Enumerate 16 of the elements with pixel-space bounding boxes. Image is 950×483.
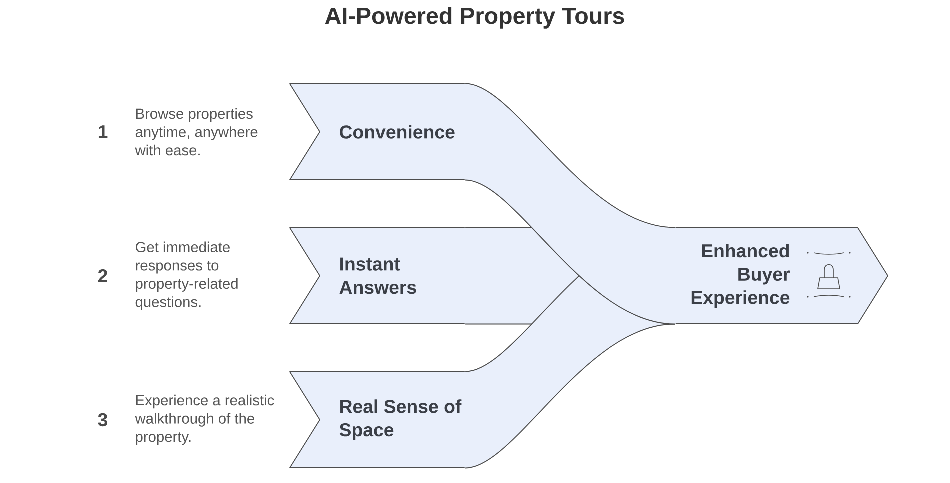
chevron-band: Instant Answers [290, 228, 466, 324]
description-text: Experience a realistic walkthrough of the property. [135, 394, 274, 446]
chevron-band: Real Sense of Space [290, 372, 466, 468]
title: AI-Powered Property Tours [325, 7, 624, 29]
step-number: 3 [98, 413, 108, 427]
merging-band [464, 83, 676, 325]
description-text: Browse properties anytime, anywhere with ease. [135, 108, 258, 156]
node-label: Instant Answers [340, 258, 416, 294]
arrow-band: Enhanced Buyer Experience [674, 228, 888, 324]
node-label: Convenience [340, 125, 455, 139]
node-label: Enhanced Buyer Experience [692, 244, 790, 308]
step-number: 2 [98, 269, 108, 283]
chevron-band: Convenience [290, 84, 466, 180]
node-label: Real Sense of Space [340, 400, 462, 440]
description-text: Get immediate responses to property-related questions. [136, 242, 238, 310]
step-number: 1 [98, 126, 108, 138]
